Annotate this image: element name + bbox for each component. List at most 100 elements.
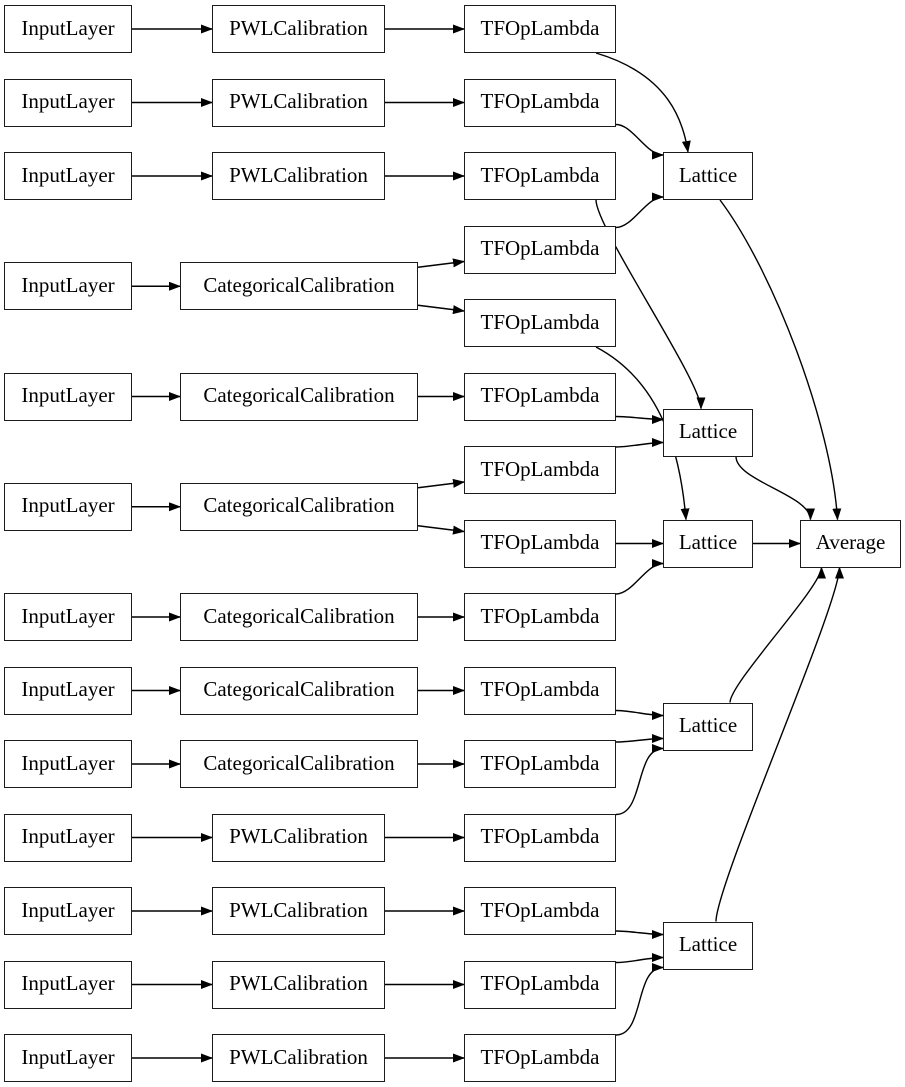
node-lat3: Lattice (663, 519, 753, 568)
node-lat4: Lattice (663, 702, 753, 751)
node-label: TFOpLambda (480, 236, 600, 260)
edge-tf11-lat4 (615, 734, 664, 744)
edge-tf14-lat5 (615, 953, 664, 964)
node-label: PWLCalibration (229, 824, 368, 848)
node-label: InputLayer (21, 677, 115, 701)
node-label: TFOpLambda (480, 15, 600, 40)
node-label: PWLCalibration (229, 15, 368, 40)
node-label: Average (815, 530, 886, 554)
edge-lat5-avg (715, 566, 844, 922)
edge-cat4-tf5 (417, 304, 465, 315)
node-in10: InputLayer (4, 813, 132, 862)
node-lat2: Lattice (663, 408, 753, 457)
node-in1: InputLayer (4, 5, 132, 53)
node-cat5: CategoricalCalibration (180, 372, 418, 421)
node-label: InputLayer (21, 603, 115, 628)
node-label: InputLayer (21, 824, 115, 848)
edge-tf10-lat4 (615, 709, 664, 720)
node-label: TFOpLambda (480, 1044, 600, 1069)
edge-tf2-lat1 (615, 123, 664, 160)
node-lat5: Lattice (663, 921, 753, 970)
node-label: CategoricalCalibration (203, 603, 395, 628)
edge-tf4-lat1 (615, 192, 664, 229)
node-label: PWLCalibration (229, 1044, 368, 1069)
node-label: InputLayer (21, 1044, 115, 1069)
edge-tf7-lat2 (615, 438, 664, 448)
node-tf2: TFOpLambda (464, 78, 616, 127)
edge-group (132, 24, 844, 1063)
node-tf13: TFOpLambda (464, 887, 616, 935)
node-label: InputLayer (21, 750, 115, 775)
node-label: TFOpLambda (480, 309, 600, 334)
edge-tf12-lat4 (615, 744, 664, 816)
node-label: TFOpLambda (480, 89, 600, 113)
node-label: InputLayer (21, 383, 115, 407)
node-label: TFOpLambda (480, 530, 600, 554)
node-label: InputLayer (21, 971, 115, 995)
node-label: InputLayer (21, 272, 115, 297)
edge-cat6-tf7 (417, 478, 465, 489)
node-tf6: TFOpLambda (464, 372, 616, 421)
node-tf9: TFOpLambda (464, 593, 616, 641)
edge-tf3-lat2 (595, 199, 706, 410)
edge-tf13-lat5 (615, 929, 664, 939)
node-label: TFOpLambda (480, 897, 600, 922)
node-avg: Average (800, 519, 901, 568)
node-in12: InputLayer (4, 960, 132, 1009)
node-cat7: CategoricalCalibration (180, 593, 418, 641)
node-tf11: TFOpLambda (464, 740, 616, 788)
edge-lat2-avg (735, 456, 815, 521)
node-label: Lattice (678, 932, 738, 956)
node-label: Lattice (678, 419, 738, 443)
edge-tf9-lat3 (615, 559, 664, 595)
node-in3: InputLayer (4, 152, 132, 200)
node-in7: InputLayer (4, 593, 132, 641)
node-tf12: TFOpLambda (464, 813, 616, 862)
node-cat8: CategoricalCalibration (180, 666, 418, 715)
node-label: CategoricalCalibration (203, 383, 395, 407)
node-label: InputLayer (21, 89, 115, 113)
node-label: Lattice (678, 162, 738, 187)
node-label: TFOpLambda (480, 971, 600, 995)
node-label: TFOpLambda (480, 456, 600, 481)
edge-cat4-tf4 (417, 258, 465, 268)
node-label: CategoricalCalibration (203, 272, 395, 297)
node-pwl12: PWLCalibration (212, 960, 385, 1009)
node-tf15: TFOpLambda (464, 1034, 616, 1082)
edge-lat1-avg (719, 199, 842, 521)
node-label: PWLCalibration (229, 971, 368, 995)
node-label: TFOpLambda (480, 824, 600, 848)
node-label: TFOpLambda (480, 603, 600, 628)
node-label: Lattice (678, 530, 738, 554)
node-pwl11: PWLCalibration (212, 887, 385, 935)
node-pwl3: PWLCalibration (212, 152, 385, 200)
node-cat4: CategoricalCalibration (180, 262, 418, 311)
edge-cat6-tf8 (417, 525, 465, 535)
node-in5: InputLayer (4, 372, 132, 421)
node-tf4: TFOpLambda (464, 225, 616, 274)
node-label: TFOpLambda (480, 750, 600, 775)
edge-lat4-avg (729, 566, 826, 703)
node-in8: InputLayer (4, 666, 132, 715)
node-tf8: TFOpLambda (464, 519, 616, 568)
node-label: PWLCalibration (229, 162, 368, 187)
edge-tf1-lat1 (595, 52, 691, 153)
node-label: CategoricalCalibration (203, 750, 395, 775)
node-label: TFOpLambda (480, 162, 600, 187)
node-pwl1: PWLCalibration (212, 5, 385, 53)
node-label: InputLayer (21, 897, 115, 922)
node-tf1: TFOpLambda (464, 5, 616, 53)
node-pwl2: PWLCalibration (212, 78, 385, 127)
node-cat9: CategoricalCalibration (180, 740, 418, 788)
node-lat1: Lattice (663, 152, 753, 200)
node-label: PWLCalibration (229, 897, 368, 922)
node-pwl13: PWLCalibration (212, 1034, 385, 1082)
node-in4: InputLayer (4, 262, 132, 311)
node-tf3: TFOpLambda (464, 152, 616, 200)
node-label: TFOpLambda (480, 383, 600, 407)
node-label: CategoricalCalibration (203, 493, 395, 518)
edge-tf6-lat2 (615, 414, 664, 424)
node-cat6: CategoricalCalibration (180, 482, 418, 531)
